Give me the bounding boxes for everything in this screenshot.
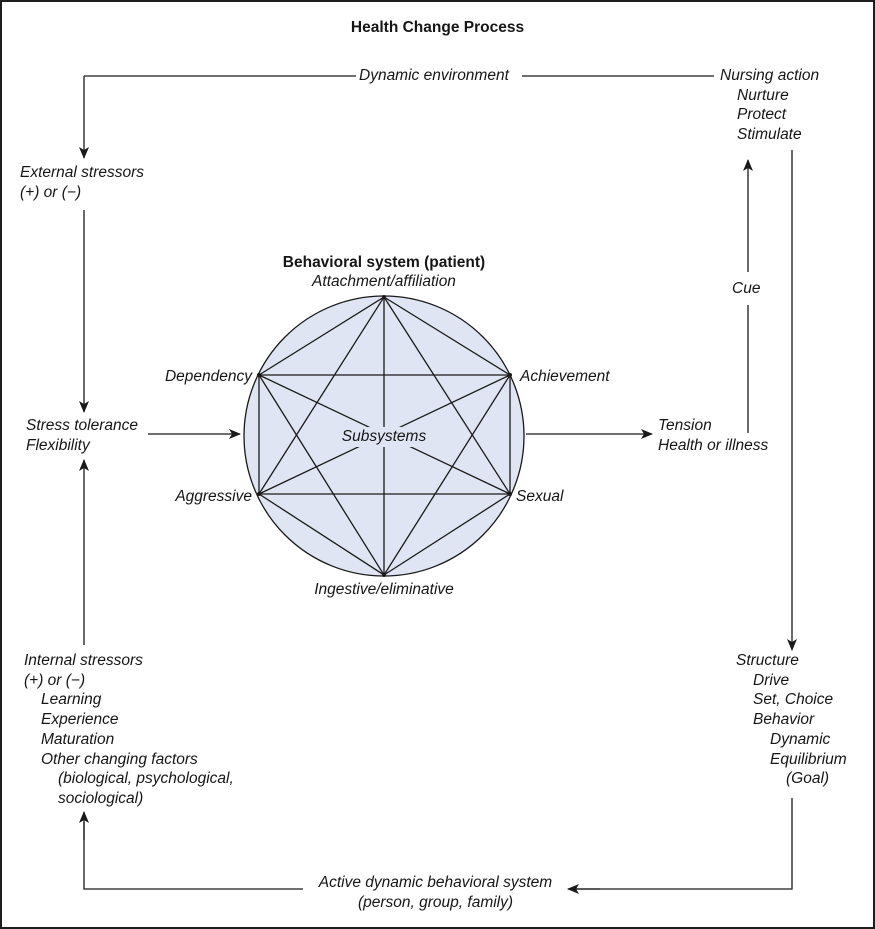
- internal-stressor-item: Experience: [41, 711, 119, 729]
- subsystem-node-top: [382, 295, 386, 299]
- structure-goal: (Goal): [786, 770, 830, 788]
- active-system-block: Active dynamic behavioral system (person…: [303, 873, 568, 912]
- subsystem-ingestive-label: Ingestive/eliminative: [314, 581, 454, 598]
- structure-item: Behavior: [753, 711, 815, 729]
- active-system-sublabel: (person, group, family): [357, 893, 514, 911]
- subsystem-connection-top-upper_right: [383, 296, 511, 376]
- nursing-action-item: Protect: [737, 106, 787, 124]
- nursing-action-heading: Nursing action: [720, 67, 820, 84]
- subsystem-aggressive-label: Aggressive: [175, 488, 252, 505]
- subsystem-connection-upper_right-bottom: [383, 374, 511, 576]
- stress-tolerance-block: Stress tolerance Flexibility: [26, 416, 138, 455]
- subsystem-node-lower_right: [508, 492, 512, 496]
- internal-stressor-item: Maturation: [41, 730, 115, 748]
- external-stressors-label: External stressors: [20, 164, 145, 181]
- subsystem-connection-bottom-upper_left: [258, 374, 385, 576]
- subsystem-achievement-label: Achievement: [520, 368, 610, 385]
- health-or-illness-label: Health or illness: [658, 436, 769, 454]
- subsystem-connection-bottom-lower_left: [258, 493, 385, 576]
- tension-label: Tension: [658, 417, 712, 434]
- internal-stressor-subitem: (biological, psychological,: [58, 770, 234, 788]
- subsystem-attachment-label: Attachment/affiliation: [312, 273, 456, 290]
- dynamic-environment-label: Dynamic environment: [356, 66, 512, 86]
- internal-stressors-label: Internal stressors: [24, 652, 143, 669]
- internal-stressor-item: Other changing factors: [41, 750, 198, 768]
- flexibility-label: Flexibility: [26, 436, 90, 454]
- subsystem-dependency-label: Dependency: [164, 368, 252, 385]
- internal-stressors-block: Internal stressors (+) or (−) Learning E…: [24, 651, 234, 809]
- cue-label: Cue: [732, 280, 761, 297]
- subsystems-center-label: Subsystems: [334, 427, 434, 447]
- structure-heading: Structure: [736, 652, 799, 669]
- structure-item: Drive: [753, 671, 790, 689]
- nursing-action-block: Nursing action Nurture Protect Stimulate: [720, 66, 819, 145]
- internal-stressor-subitem: sociological): [58, 789, 144, 807]
- external-stressors-block: External stressors (+) or (−): [20, 163, 144, 202]
- subsystem-node-bottom: [382, 573, 386, 577]
- structure-subitem: Equilibrium: [770, 750, 847, 768]
- subsystem-connection-top-upper_left: [258, 296, 385, 376]
- nursing-action-item: Stimulate: [737, 126, 802, 144]
- behavioral-system-title: Behavioral system (patient): [282, 254, 486, 271]
- diagram-title: Health Change Process: [350, 19, 525, 36]
- subsystem-connection-lower_right-bottom: [383, 493, 511, 576]
- active-to-internal-line: [83, 822, 303, 890]
- structure-subitem: Dynamic: [770, 730, 831, 748]
- internal-stressor-item: Learning: [41, 691, 102, 709]
- subsystem-node-lower_left: [257, 492, 261, 496]
- structure-item: Set, Choice: [753, 691, 834, 709]
- structure-block: Structure Drive Set, Choice Behavior Dyn…: [736, 651, 847, 789]
- structure-to-bottom-line: [570, 798, 793, 890]
- active-system-label: Active dynamic behavioral system: [318, 874, 553, 891]
- subsystem-connection-top-lower_left: [258, 296, 385, 495]
- subsystem-node-upper_left: [257, 373, 261, 377]
- nursing-action-item: Nurture: [737, 86, 789, 104]
- external-stressors-sign: (+) or (−): [20, 183, 82, 201]
- internal-stressors-sign: (+) or (−): [24, 671, 86, 689]
- subsystem-node-upper_right: [508, 373, 512, 377]
- stress-tolerance-label: Stress tolerance: [26, 417, 138, 434]
- subsystem-connection-top-lower_right: [383, 296, 511, 495]
- tension-block: Tension Health or illness: [658, 416, 768, 455]
- subsystem-sexual-label: Sexual: [516, 488, 564, 505]
